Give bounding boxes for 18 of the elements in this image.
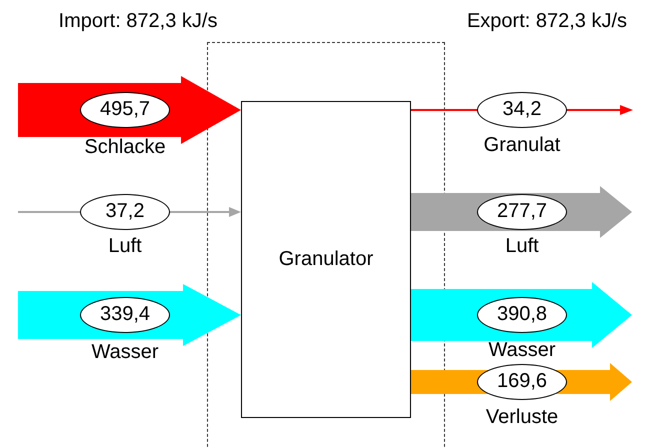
edge-label: 34,2 (477, 92, 567, 128)
flow-arrow (18, 284, 241, 346)
flow-arrow (18, 76, 241, 144)
process-box: Granulator (241, 101, 411, 418)
flow-arrow (411, 282, 632, 348)
stream-name: Luft (505, 235, 539, 257)
stream-name: Wasser (488, 339, 556, 361)
flow-total-label: Import: 872,3 kJ/s (58, 10, 218, 32)
edge-label: 169,6 (477, 364, 567, 400)
stream-name: Wasser (91, 341, 159, 363)
flow-arrow (411, 186, 632, 238)
stream-name: Granulat (484, 134, 560, 156)
stream-name: Luft (108, 235, 142, 257)
flow-total-label: Export: 872,3 kJ/s (466, 10, 628, 32)
edge-label: 37,2 (80, 194, 170, 230)
stream-name: Schlacke (84, 136, 166, 158)
system-boundary (207, 42, 445, 448)
stream-name: Verluste (486, 406, 558, 428)
